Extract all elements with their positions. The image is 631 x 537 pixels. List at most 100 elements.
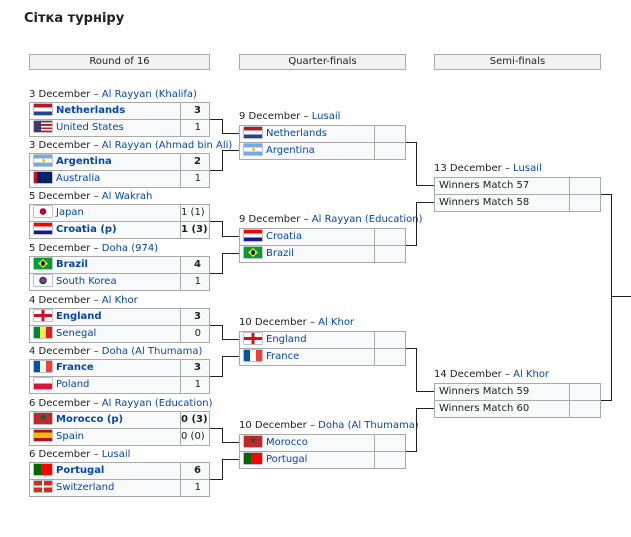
score-cell: [374, 348, 406, 366]
venue-link[interactable]: Doha (974): [101, 243, 159, 254]
bracket-line: [210, 119, 222, 120]
team-name[interactable]: Argentina: [266, 145, 315, 156]
bracket-line: [416, 185, 434, 186]
venue-link[interactable]: Al Khor: [513, 369, 550, 380]
venue-link[interactable]: Al Khor: [318, 317, 355, 328]
team-name[interactable]: Argentina: [56, 156, 112, 167]
score-cell: 1: [180, 119, 210, 137]
bracket-line: [222, 150, 239, 151]
team-name[interactable]: France: [56, 362, 94, 373]
venue-link[interactable]: Lusail: [513, 163, 542, 174]
team-cell: Switzerland: [29, 479, 181, 497]
team-name[interactable]: Spain: [56, 431, 84, 442]
bracket-line: [222, 236, 239, 237]
team-name[interactable]: South Korea: [56, 276, 117, 287]
round-header-sf: Semi-finals: [434, 54, 601, 70]
team-cell: Winners Match 60: [434, 400, 570, 418]
bracket-line: [210, 428, 222, 429]
team-name[interactable]: Australia: [56, 173, 101, 184]
page-title: Сітка турніру: [24, 11, 125, 26]
venue-link[interactable]: Al Wakrah: [101, 191, 153, 202]
bracket-line: [222, 339, 239, 340]
score-cell: [374, 245, 406, 263]
team-name[interactable]: France: [266, 351, 300, 362]
venue-link[interactable]: Lusail: [311, 111, 341, 122]
ch-flag-icon: [34, 481, 52, 492]
nl-flag-icon: [244, 127, 262, 138]
team-name[interactable]: Morocco (p): [56, 414, 124, 425]
venue-link[interactable]: Al Khor: [101, 295, 138, 306]
score-cell: 6: [180, 462, 210, 480]
team-name[interactable]: Netherlands: [266, 128, 327, 139]
venue-link[interactable]: Lusail: [101, 449, 131, 460]
team-name[interactable]: Poland: [56, 379, 90, 390]
match-date: 5 December –: [29, 191, 102, 202]
venue-link[interactable]: Al Rayyan (Khalifa): [101, 89, 197, 100]
match-date-label: 3 December – Al Rayyan (Khalifa): [29, 89, 197, 101]
match-date-label: 9 December – Al Rayyan (Education): [239, 214, 423, 226]
bracket-line: [210, 170, 222, 171]
br-flag-icon: [34, 258, 52, 269]
bracket-line: [416, 202, 417, 246]
team-name[interactable]: Switzerland: [56, 482, 115, 493]
team-name[interactable]: England: [56, 311, 102, 322]
ma-flag-icon: ★: [34, 413, 52, 424]
team-name[interactable]: Croatia (p): [56, 224, 117, 235]
score-cell: 2: [180, 153, 210, 171]
team-name[interactable]: Portugal: [56, 465, 105, 476]
score-cell: [569, 177, 601, 195]
team-name: Winners Match 58: [439, 197, 530, 208]
team-name[interactable]: Portugal: [266, 454, 308, 465]
score-cell: [374, 331, 406, 349]
score-cell: 1: [180, 376, 210, 394]
match-date-label: 13 December – Lusail: [434, 163, 542, 175]
team-cell: Brazil: [29, 256, 181, 274]
team-cell: Croatia (p): [29, 221, 181, 239]
bracket-line: [210, 221, 222, 222]
bracket-line: [210, 325, 222, 326]
team-cell: Netherlands: [239, 125, 375, 143]
bracket-line: [222, 221, 223, 237]
team-name[interactable]: Netherlands: [56, 105, 126, 116]
venue-link[interactable]: Al Rayyan (Education): [101, 398, 213, 409]
score-cell: [374, 125, 406, 143]
team-cell: Portugal: [29, 462, 181, 480]
score-cell: [569, 194, 601, 212]
bracket-line: [222, 119, 223, 134]
fr-flag-icon: [244, 350, 262, 361]
team-cell: Spain: [29, 428, 181, 446]
team-cell: Portugal: [239, 451, 375, 469]
team-cell: Brazil: [239, 245, 375, 263]
team-cell: Australia: [29, 170, 181, 188]
bracket-line: [406, 451, 416, 452]
team-name[interactable]: Senegal: [56, 328, 97, 339]
bracket-line: [222, 253, 239, 254]
team-name[interactable]: United States: [56, 122, 124, 133]
score-cell: 4: [180, 256, 210, 274]
team-name[interactable]: Brazil: [266, 248, 294, 259]
venue-link[interactable]: Al Rayyan (Education): [311, 214, 423, 225]
team-cell: ★Morocco: [239, 434, 375, 452]
team-name[interactable]: Brazil: [56, 259, 88, 270]
bracket-line: [611, 194, 612, 401]
team-cell: Winners Match 58: [434, 194, 570, 212]
en-flag-icon: [244, 333, 262, 344]
team-name[interactable]: Morocco: [266, 437, 308, 448]
team-cell: Japan: [29, 204, 181, 222]
venue-link[interactable]: Doha (Al Thumama): [318, 420, 419, 431]
venue-link[interactable]: Al Rayyan (Ahmad bin Ali): [101, 140, 233, 151]
match-date: 6 December –: [29, 449, 102, 460]
venue-link[interactable]: Doha (Al Thumama): [101, 346, 203, 357]
match-date-label: 4 December – Doha (Al Thumama): [29, 346, 202, 358]
team-cell: United States: [29, 119, 181, 137]
bracket-line: [416, 408, 434, 409]
team-name[interactable]: Croatia: [266, 231, 302, 242]
team-name[interactable]: Japan: [56, 207, 84, 218]
score-cell: 3: [180, 102, 210, 120]
score-cell: [374, 142, 406, 160]
team-name: Winners Match 57: [439, 180, 530, 191]
score-cell: 0 (3): [180, 411, 210, 429]
team-name[interactable]: England: [266, 334, 307, 345]
jp-flag-icon: [34, 206, 52, 217]
score-cell: 3: [180, 308, 210, 326]
